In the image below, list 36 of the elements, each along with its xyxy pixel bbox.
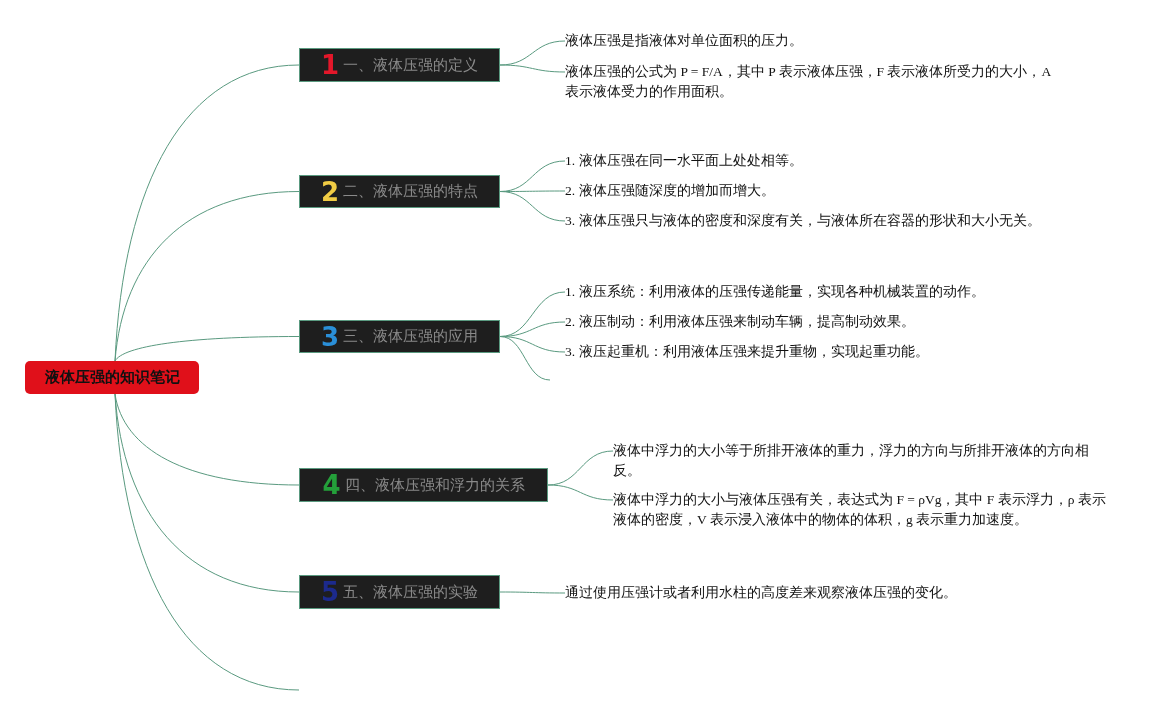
topic-box: [299, 48, 500, 82]
note-text: 3. 液压起重机：利用液体压强来提升重物，实现起重功能。: [565, 342, 1085, 362]
topic-title: 一、液体压强的定义: [343, 55, 479, 75]
topic-box: [299, 575, 500, 609]
connector-line: [499, 336, 551, 381]
topic-number: 2: [320, 176, 340, 207]
topic-box: [299, 175, 500, 208]
note-text: 1. 液体压强在同一水平面上处处相等。: [565, 151, 1085, 171]
connector-line: [499, 591, 566, 594]
note-text: 3. 液体压强只与液体的密度和深度有关，与液体所在容器的形状和大小无关。: [565, 211, 1085, 231]
note-text: 通过使用压强计或者利用水柱的高度差来观察液体压强的变化。: [565, 583, 1085, 603]
note-text: 2. 液体压强随深度的增加而增大。: [565, 181, 1085, 201]
connector-line: [114, 393, 300, 691]
topic-title: 四、液体压强和浮力的关系: [344, 475, 525, 495]
topic-title: 二、液体压强的特点: [343, 182, 479, 201]
connector-line: [114, 191, 300, 362]
topic-box: [299, 320, 500, 353]
connector-line: [114, 336, 300, 362]
topic-number: 5: [320, 577, 340, 607]
connector-line: [499, 191, 566, 222]
topic-number: 4: [322, 470, 341, 500]
topic-box: [299, 468, 548, 502]
connector-line: [114, 64, 300, 362]
topic-number: 3: [320, 321, 340, 352]
topic-title: 五、液体压强的实验: [343, 582, 479, 602]
topic-title: 三、液体压强的应用: [343, 327, 479, 346]
note-text: 液体中浮力的大小与液体压强有关，表达式为 F = ρVg，其中 F 表示浮力，ρ 表示液体的密度，V 表示浸入液体中的物体的体积，g 表示重力加速度。: [613, 490, 1113, 530]
note-text: 液体压强是指液体对单位面积的压力。: [565, 31, 1065, 51]
connector-line: [499, 64, 566, 73]
topic-number: 1: [320, 50, 340, 80]
note-text: 1. 液压系统：利用液体的压强传递能量，实现各种机械装置的动作。: [565, 282, 1085, 302]
note-text: 2. 液压制动：利用液体压强来制动车辆，提高制动效果。: [565, 312, 1085, 332]
note-text: 液体中浮力的大小等于所排开液体的重力，浮力的方向与所排开液体的方向相反。: [613, 441, 1093, 481]
note-text: 液体压强的公式为 P = F/A，其中 P 表示液体压强，F 表示液体所受力的大小，A 表示液体受力的作用面积。: [565, 62, 1060, 102]
root-box: 液体压强的知识笔记: [25, 361, 199, 394]
connector-line: [547, 484, 614, 501]
